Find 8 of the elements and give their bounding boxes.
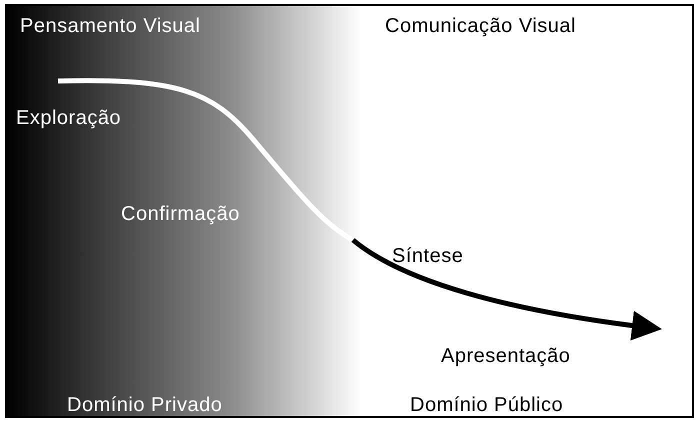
region-label: Comunicação Visual: [385, 16, 576, 36]
region-label: Domínio Privado: [67, 395, 222, 415]
region-label: Síntese: [392, 246, 464, 266]
region-label: Confirmação: [121, 204, 240, 224]
region-label: Domínio Público: [410, 395, 564, 415]
region-label: Exploração: [16, 108, 122, 128]
region-label: Apresentação: [441, 346, 570, 366]
region-label: Pensamento Visual: [20, 16, 200, 36]
